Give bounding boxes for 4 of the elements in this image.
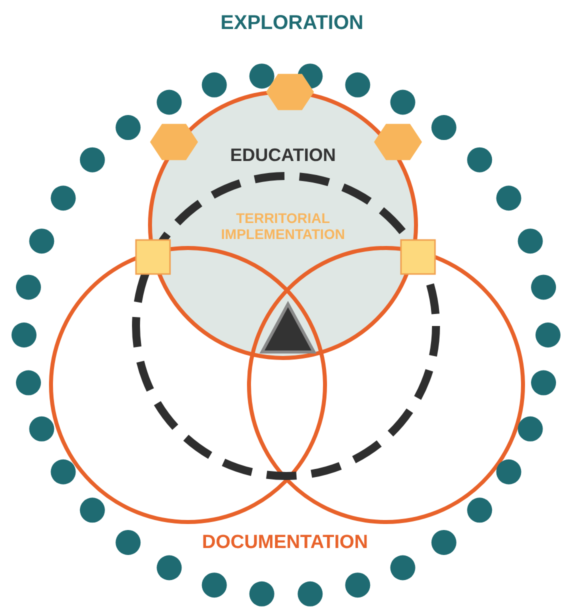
circle-label: TERRITORIAL IMPLEMENTATION: [220, 210, 346, 242]
section-label: EXPLORATION: [220, 12, 364, 35]
circle-label: EDUCATION: [229, 145, 337, 166]
section-label: DOCUMENTATION: [200, 532, 370, 554]
